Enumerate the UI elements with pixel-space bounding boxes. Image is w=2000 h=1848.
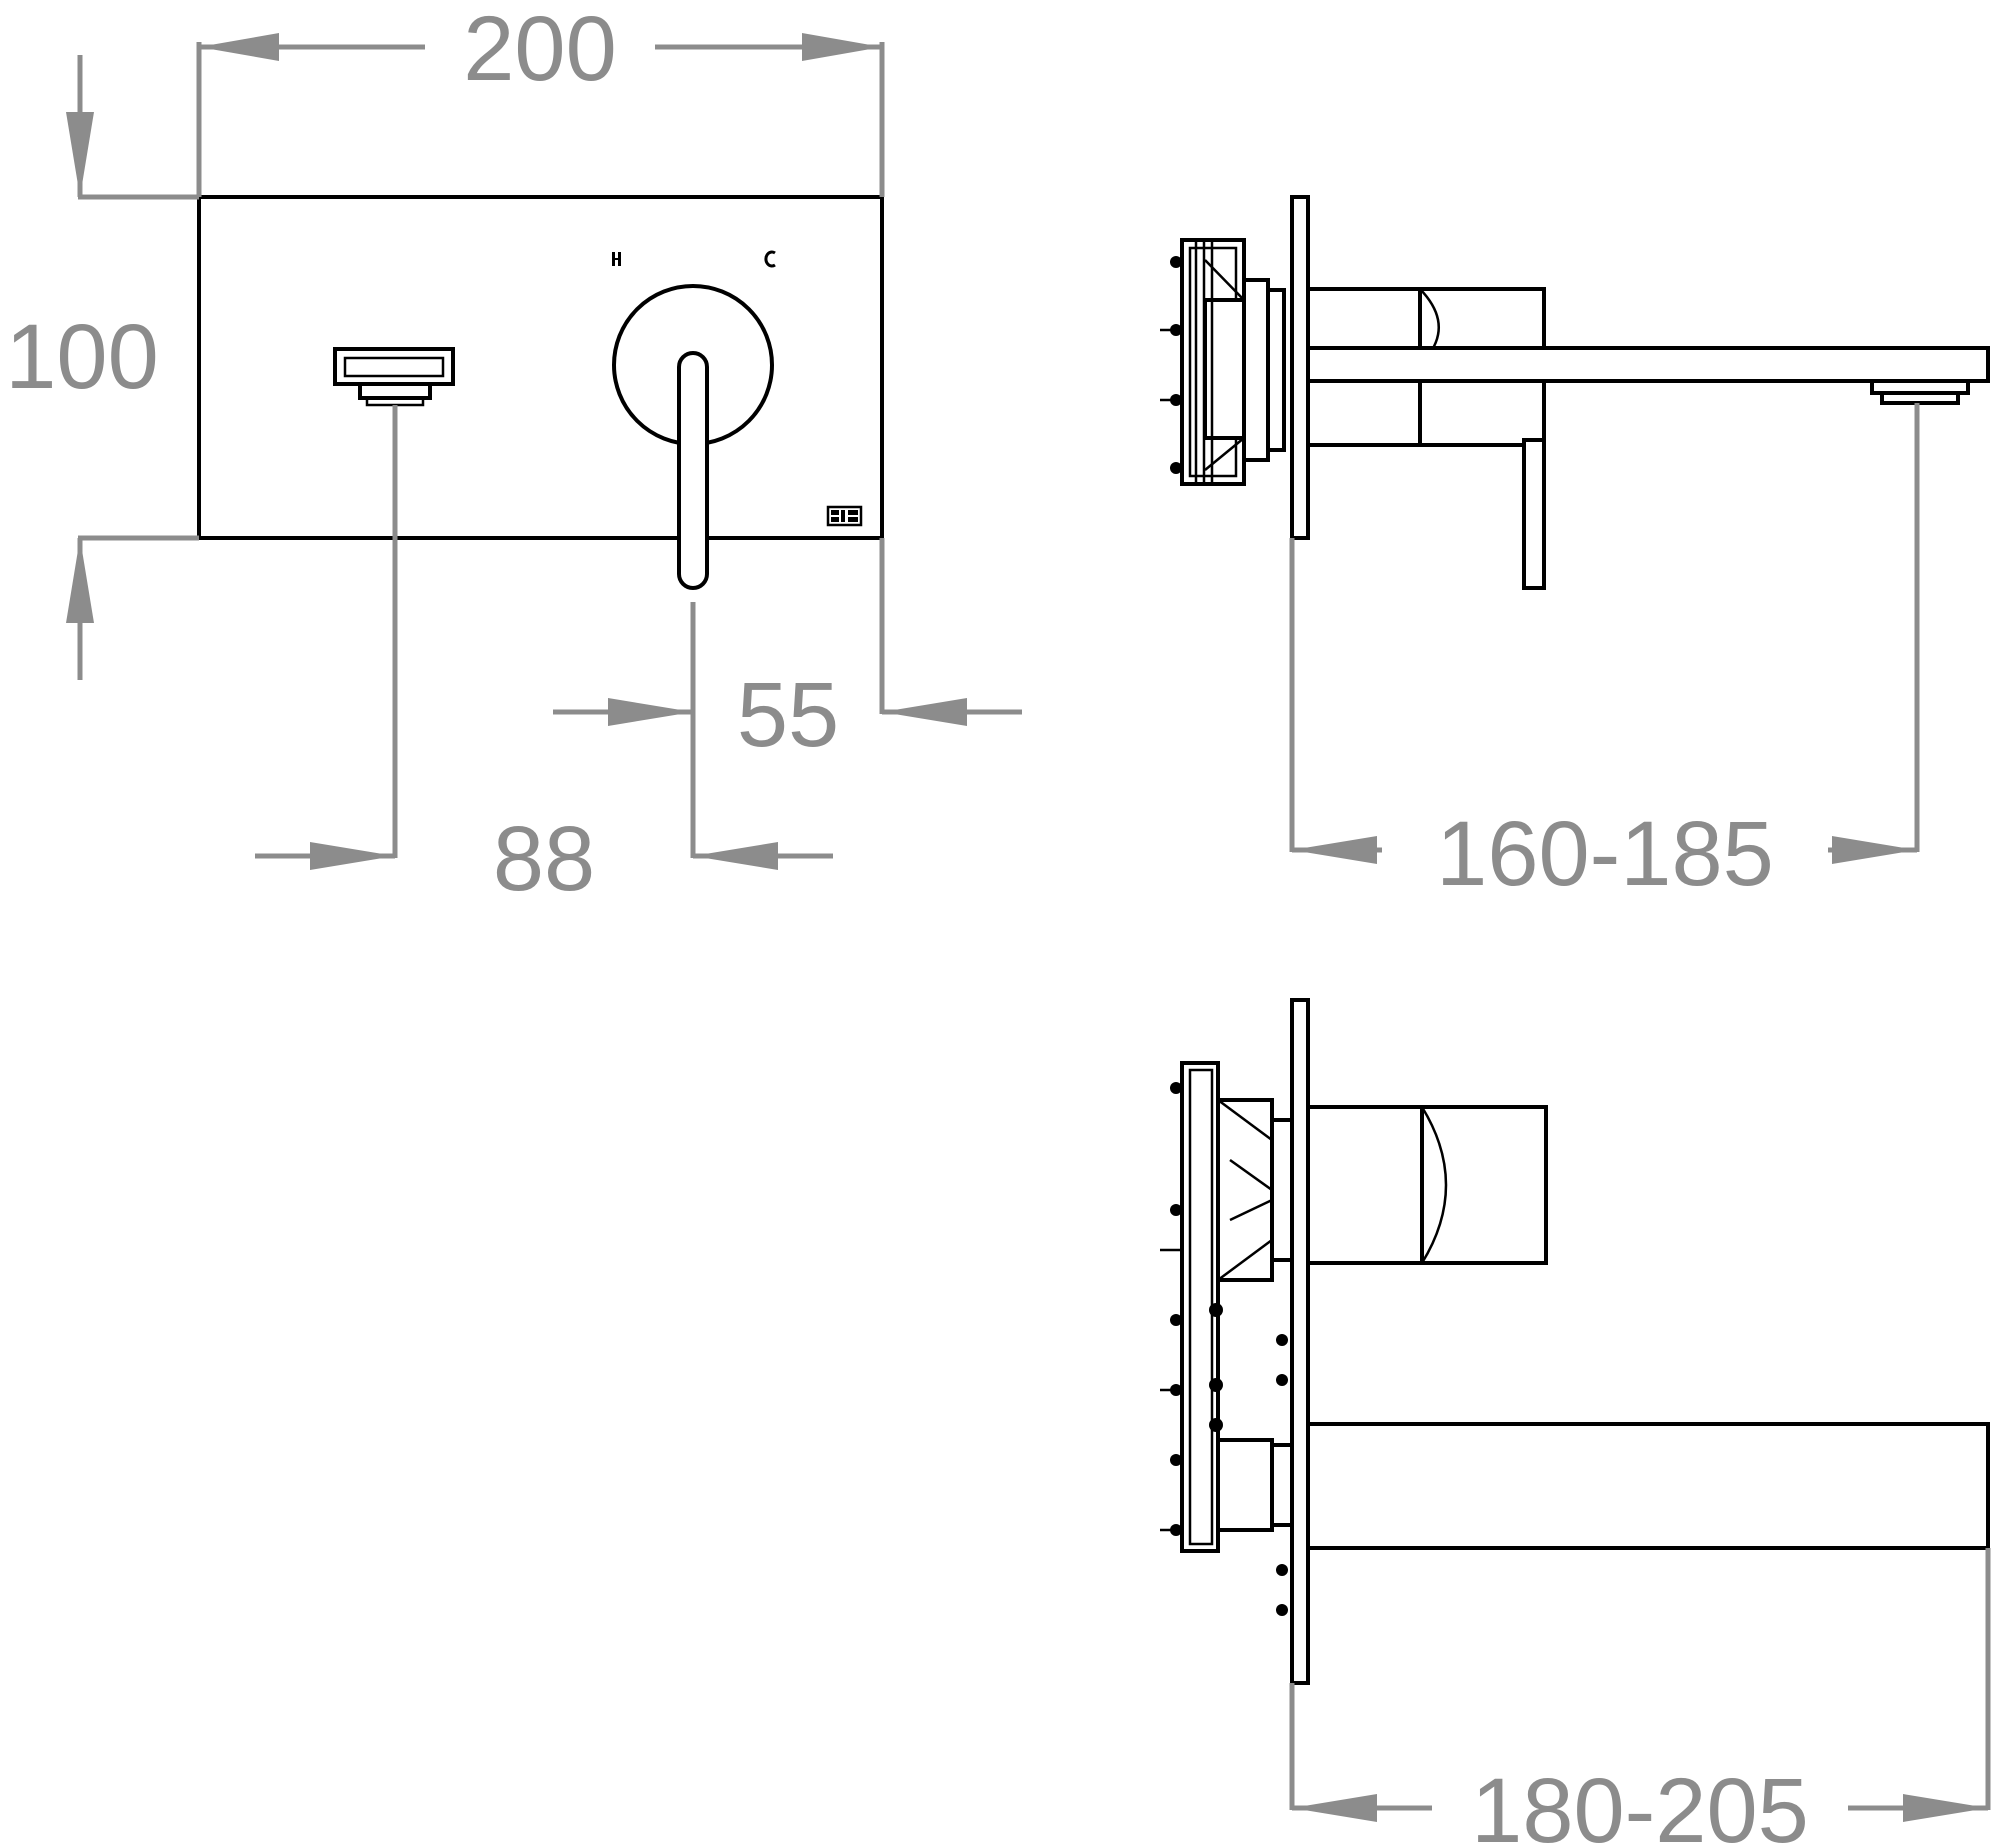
- concealed-body-side: [1160, 238, 1286, 486]
- front-view: [197, 195, 884, 590]
- dimension-plate-height: 100: [5, 55, 199, 680]
- dimension-bottom-projection: 180-205: [1289, 1548, 1991, 1848]
- lever-handle: [677, 351, 709, 590]
- handle-top: [1420, 1105, 1548, 1265]
- dimension-lever-offset: 55: [553, 538, 1022, 858]
- spout-outlet: [333, 347, 455, 407]
- dimension-plate-width: 200: [196, 0, 885, 197]
- front-plate: [197, 195, 884, 540]
- side-view: [1160, 195, 1990, 590]
- mixer-body-top: [1306, 1105, 1424, 1265]
- lever-offset-label: 55: [737, 664, 839, 766]
- plate-width-label: 200: [463, 0, 617, 100]
- wall-plate-side: [1290, 195, 1310, 540]
- logo-icon: [826, 505, 863, 527]
- spout-to-lever-label: 88: [493, 808, 595, 910]
- side-projection-label: 160-185: [1436, 803, 1774, 905]
- cold-mark-icon: [764, 250, 776, 268]
- dimension-spout-to-lever: 88: [255, 405, 833, 910]
- hot-mark-icon: [612, 252, 621, 266]
- dimension-side-projection: 160-185: [1289, 403, 1920, 905]
- spout-side: [1306, 346, 1990, 383]
- concealed-body-top: [1160, 1061, 1298, 1553]
- wall-plate-top: [1290, 998, 1310, 1685]
- top-view: [1160, 998, 1990, 1685]
- lever-side: [1522, 438, 1546, 590]
- bottom-projection-label: 180-205: [1471, 1760, 1809, 1848]
- plate-height-label: 100: [5, 306, 159, 408]
- spout-top: [1306, 1422, 1990, 1550]
